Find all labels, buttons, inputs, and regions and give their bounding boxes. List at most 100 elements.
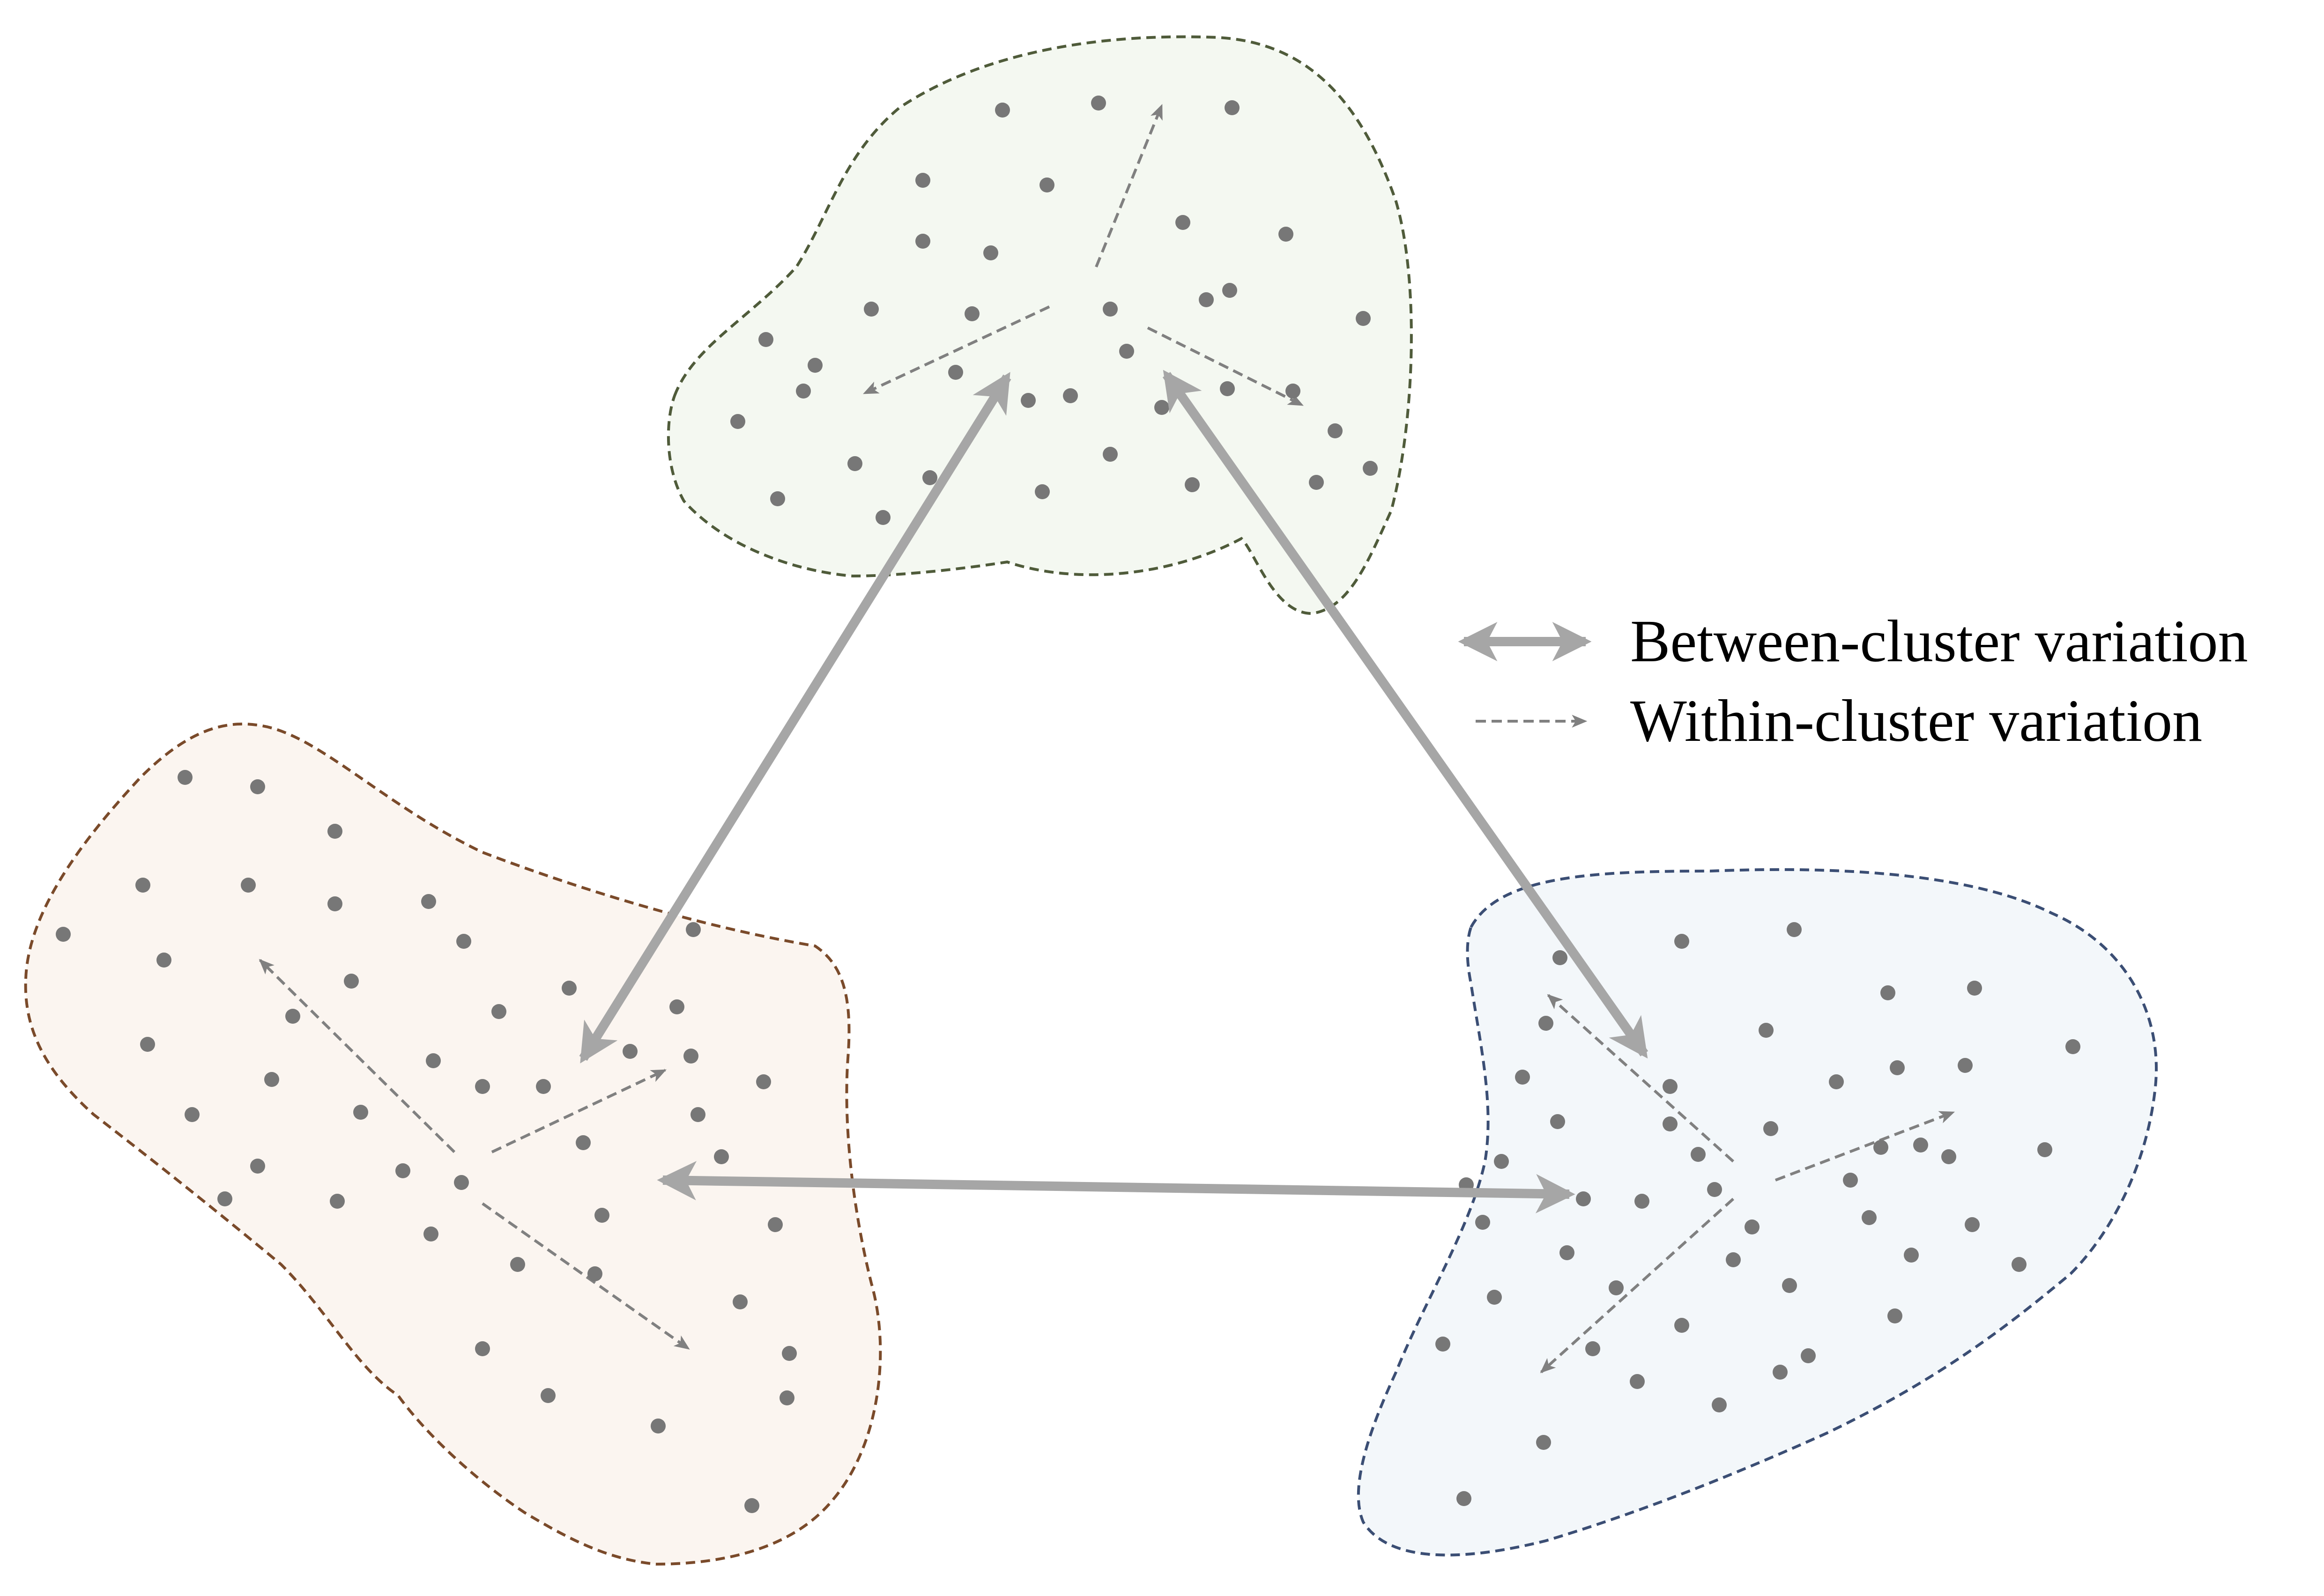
data-point	[178, 770, 193, 785]
data-point	[768, 1217, 783, 1232]
data-point	[1887, 1308, 1902, 1323]
data-point	[1630, 1374, 1645, 1389]
data-point	[876, 510, 891, 525]
data-point	[264, 1072, 279, 1087]
data-point	[1199, 292, 1214, 307]
legend: Between-cluster variation Within-cluster…	[1458, 608, 2248, 754]
right-cluster-points	[1435, 922, 2080, 1506]
data-point	[1691, 1147, 1706, 1162]
data-point	[770, 491, 785, 506]
legend-between-label: Between-cluster variation	[1630, 608, 2248, 674]
data-point	[1576, 1191, 1591, 1206]
data-point	[456, 934, 471, 949]
data-point	[536, 1079, 551, 1094]
data-point	[1712, 1397, 1727, 1412]
data-point	[330, 1194, 345, 1209]
within-arrow-left-down	[482, 1202, 690, 1350]
data-point	[756, 1074, 771, 1089]
data-point	[1222, 283, 1237, 298]
data-point	[1475, 1215, 1490, 1230]
data-point	[1550, 1114, 1565, 1129]
data-point	[56, 927, 71, 942]
between-arrow-top-left	[579, 372, 1011, 1064]
data-point	[1185, 477, 1200, 492]
data-point	[1967, 981, 1982, 996]
data-point	[730, 414, 745, 429]
data-point	[587, 1266, 602, 1281]
between-arrow-left-right	[657, 1161, 1575, 1213]
data-point	[1278, 227, 1293, 242]
data-point	[808, 358, 823, 373]
data-point	[1175, 215, 1190, 230]
left-cluster-points	[56, 770, 797, 1513]
data-point	[1880, 985, 1895, 1000]
within-arrow-top-left	[863, 305, 1050, 395]
data-point	[1801, 1348, 1816, 1363]
data-point	[1674, 934, 1689, 949]
data-point	[1494, 1154, 1509, 1169]
data-point	[576, 1135, 591, 1150]
data-point	[1674, 1318, 1689, 1333]
data-point	[475, 1341, 490, 1356]
data-point	[623, 1044, 638, 1059]
data-point	[541, 1388, 556, 1403]
data-point	[344, 974, 359, 989]
data-point	[1763, 1121, 1778, 1136]
data-point	[1356, 311, 1371, 326]
data-point	[1745, 1219, 1760, 1234]
data-point	[395, 1163, 410, 1178]
data-point	[1363, 461, 1378, 476]
data-point	[1035, 484, 1050, 499]
data-point	[1829, 1074, 1844, 1089]
data-points	[56, 96, 2080, 1513]
data-point	[2065, 1039, 2080, 1054]
data-point	[250, 779, 265, 794]
data-point	[217, 1191, 232, 1206]
data-point	[691, 1107, 705, 1122]
data-point	[1063, 388, 1078, 403]
data-point	[1456, 1491, 1471, 1506]
cluster-top-region	[667, 35, 1413, 615]
data-point	[327, 824, 342, 839]
data-point	[1538, 1016, 1553, 1031]
data-point	[782, 1346, 797, 1361]
data-point	[651, 1419, 666, 1433]
data-point	[594, 1208, 609, 1223]
within-arrow-top-up	[1095, 103, 1163, 268]
data-point	[1309, 475, 1324, 490]
data-point	[1663, 1079, 1678, 1094]
data-point	[1873, 1140, 1888, 1155]
data-point	[983, 245, 998, 260]
data-point	[1890, 1060, 1905, 1075]
data-point	[1904, 1248, 1919, 1263]
cluster-left-region	[24, 722, 882, 1566]
data-point	[1119, 344, 1134, 359]
data-point	[669, 999, 684, 1014]
between-cluster-arrows	[579, 369, 1648, 1213]
data-point	[1328, 423, 1343, 438]
data-point	[1913, 1138, 1928, 1153]
data-point	[847, 456, 862, 471]
data-point	[2037, 1142, 2052, 1157]
data-point	[1958, 1058, 1973, 1073]
data-point	[426, 1053, 441, 1068]
data-point	[562, 981, 577, 996]
data-point	[1843, 1173, 1858, 1188]
legend-within-label: Within-cluster variation	[1630, 687, 2202, 754]
data-point	[1965, 1217, 1980, 1232]
data-point	[185, 1107, 200, 1122]
data-point	[1225, 100, 1240, 115]
data-point	[1285, 384, 1300, 399]
data-point	[683, 1049, 698, 1064]
data-point	[758, 332, 773, 347]
data-point	[1021, 393, 1036, 408]
data-point	[1435, 1337, 1450, 1352]
within-arrow-right-down	[1540, 1197, 1735, 1374]
data-point	[1039, 177, 1054, 192]
data-point	[241, 878, 256, 893]
data-point	[285, 1009, 300, 1024]
data-point	[915, 234, 930, 249]
data-point	[1759, 1023, 1774, 1038]
data-point	[780, 1390, 794, 1405]
